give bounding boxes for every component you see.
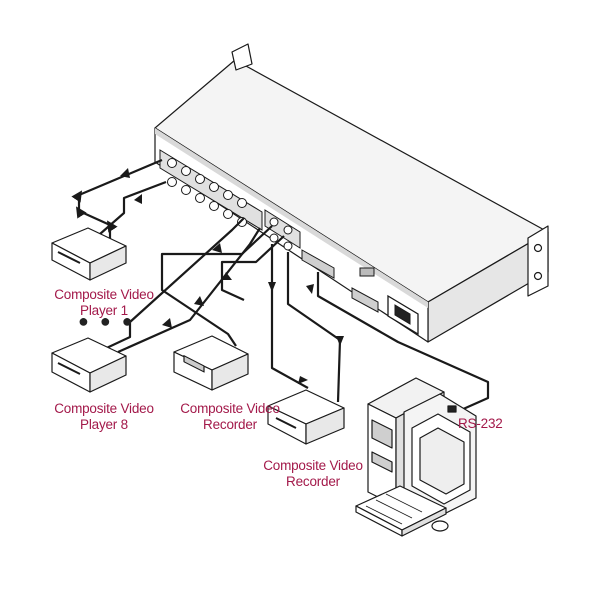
label-video-recorder-2: Composite Video Recorder (243, 458, 383, 490)
label-line: Recorder (286, 474, 340, 489)
label-line: Player 1 (80, 303, 128, 318)
label-line: Composite Video (180, 401, 280, 416)
video-recorder-1 (173, 335, 249, 391)
video-player-1 (51, 227, 127, 281)
computer (355, 377, 477, 537)
label-line: Recorder (203, 417, 257, 432)
label-line: Composite Video (263, 458, 363, 473)
video-recorder-2 (267, 389, 345, 445)
label-video-player-1: Composite Video Player 1 (36, 287, 172, 319)
label-line: Composite Video (54, 287, 154, 302)
signal-arrows (120, 168, 344, 384)
label-video-player-8: Composite Video Player 8 (36, 401, 172, 433)
label-line: Composite Video (54, 401, 154, 416)
label-rs232: RS-232 (458, 416, 503, 431)
label-line: Player 8 (80, 417, 128, 432)
video-player-8 (51, 337, 127, 393)
rear-panel-connectors (159, 149, 419, 336)
label-video-recorder-1: Composite Video Recorder (160, 401, 300, 433)
ellipsis-dots: ● ● ● (78, 311, 136, 331)
cables (71, 158, 490, 416)
